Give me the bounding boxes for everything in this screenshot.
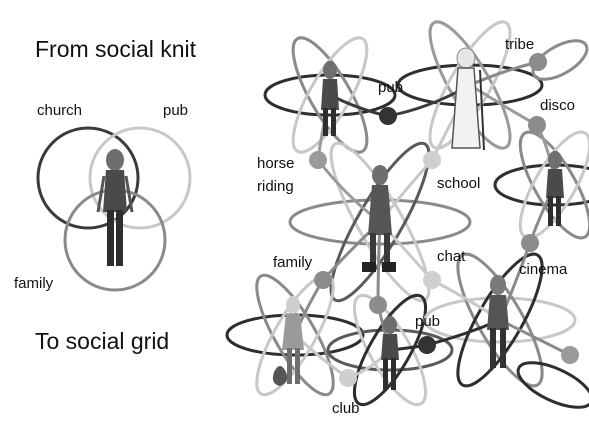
label-club: club (332, 400, 360, 418)
label-family-knit: family (14, 275, 53, 293)
label-pub-top: pub (378, 79, 403, 97)
node-center-low (369, 296, 387, 314)
person-figure-top-left (321, 61, 339, 136)
node-club (339, 369, 357, 387)
label-pub-knit: pub (163, 102, 188, 120)
label-pub-bottom: pub (415, 313, 440, 331)
node-tribe (529, 53, 547, 71)
label-family-grid: family (273, 254, 312, 272)
grid-petals (227, 13, 589, 417)
label-horse: horse (257, 155, 295, 173)
label-disco: disco (540, 97, 575, 115)
label-church: church (37, 102, 82, 120)
label-cinema: cinema (519, 261, 567, 279)
node-right-edge (561, 346, 579, 364)
node-pub-top (379, 107, 397, 125)
node-chat (423, 271, 441, 289)
node-family (314, 271, 332, 289)
label-school: school (437, 175, 480, 193)
node-horse-riding (309, 151, 327, 169)
label-riding: riding (257, 178, 294, 196)
node-cinema (521, 234, 539, 252)
person-figure-bottom-left (273, 296, 304, 386)
node-school (423, 151, 441, 169)
heading-social-grid: To social grid (35, 328, 169, 355)
label-chat: chat (437, 248, 465, 266)
label-tribe: tribe (505, 36, 534, 54)
heading-social-knit: From social knit (35, 36, 196, 63)
person-figure-right (546, 151, 564, 226)
node-disco (528, 116, 546, 134)
node-pub-bottom (418, 336, 436, 354)
